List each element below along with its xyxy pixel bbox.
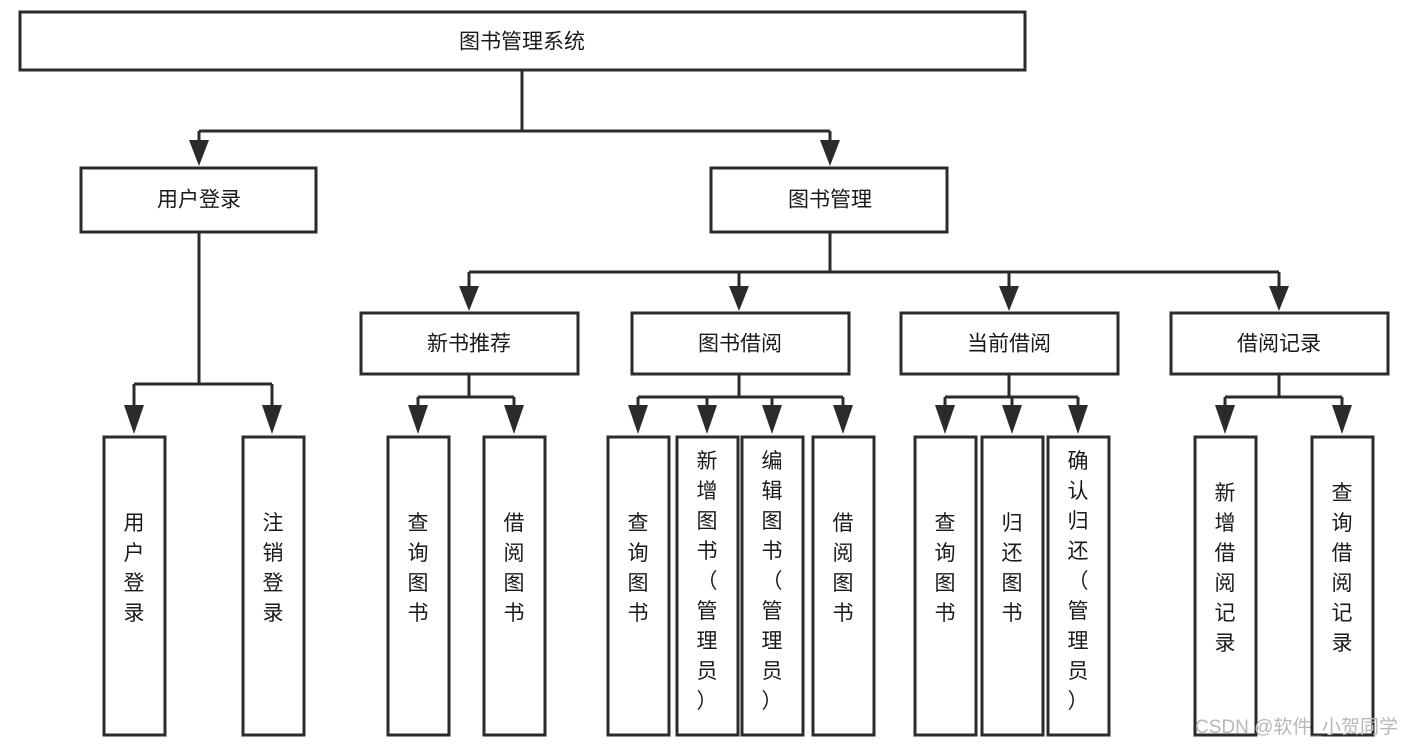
- leaf-bb-query-book-box[interactable]: [606, 435, 671, 737]
- node-new-book-recommend-label: 新书推荐: [427, 333, 511, 356]
- leaf-br-query-record-box[interactable]: [1310, 435, 1375, 737]
- node-book-management-box[interactable]: [709, 166, 949, 234]
- arrowhead-leaf-bb-4: [833, 405, 853, 434]
- arrowhead-user-login: [189, 140, 209, 166]
- leaf-node[interactable]: 查询借阅记录: [1310, 435, 1375, 737]
- leaf-node[interactable]: 查询图书: [606, 435, 671, 737]
- leaf-cb-return-book-box[interactable]: [980, 435, 1045, 737]
- connector-layer: [124, 70, 1352, 434]
- leaf-bb-edit-book-admin-box[interactable]: [740, 435, 805, 737]
- leaf-bb-add-book-admin-box[interactable]: [675, 435, 740, 737]
- leaf-user-login-label: 用户登录: [124, 512, 145, 625]
- node-root-book-management-system[interactable]: 图书管理系统: [18, 10, 1027, 72]
- leaf-br-add-record-label: 新增借阅记录: [1215, 482, 1236, 655]
- leaf-cb-confirm-return-admin-label: 确认归还（管理员）: [1068, 450, 1089, 713]
- arrowhead-leaf-bb-3: [762, 405, 782, 434]
- leaf-logout-label: 注销登录: [263, 512, 284, 625]
- node-user-login-label: 用户登录: [157, 189, 241, 212]
- leaf-node[interactable]: 编辑图书（管理员）: [740, 435, 805, 737]
- leaf-node[interactable]: 查询图书: [913, 435, 978, 737]
- node-borrow-record-label: 借阅记录: [1237, 333, 1321, 356]
- watermark-label: CSDN @软件_小贺同学: [1195, 716, 1398, 738]
- node-current-borrow[interactable]: 当前借阅: [899, 311, 1120, 376]
- node-book-borrow-label: 图书借阅: [698, 333, 782, 356]
- arrowhead-leaf-nbr-2: [504, 405, 524, 434]
- arrowhead-book-manage: [820, 140, 840, 166]
- arrowhead-leaf-bb-2: [697, 405, 717, 434]
- leaf-bb-edit-book-admin-label: 编辑图书（管理员）: [762, 450, 783, 713]
- arrowhead-leaf-cb-2: [1002, 405, 1022, 434]
- leaf-cb-confirm-return-admin-box[interactable]: [1046, 435, 1111, 737]
- arrowhead-leaf-bb-1: [628, 405, 648, 434]
- leaf-node[interactable]: 借阅图书: [811, 435, 876, 737]
- leaf-bb-borrow-book-label: 借阅图书: [833, 512, 854, 625]
- arrowhead-leaf-user-login-1: [124, 405, 144, 434]
- arrowhead-book-borrow: [729, 286, 749, 311]
- node-root-box[interactable]: [18, 10, 1027, 72]
- node-user-login-box[interactable]: [79, 166, 318, 234]
- arrowhead-leaf-user-login-2: [262, 405, 282, 434]
- arrowhead-borrow-record: [1269, 286, 1289, 311]
- node-user-login[interactable]: 用户登录: [79, 166, 318, 234]
- leaf-logout-box[interactable]: [241, 435, 306, 737]
- leaf-bb-query-book-label: 查询图书: [628, 512, 649, 625]
- leaf-node[interactable]: 借阅图书: [482, 435, 547, 737]
- leaf-cb-query-book-label: 查询图书: [935, 512, 956, 625]
- leaf-node[interactable]: 注销登录: [241, 435, 306, 737]
- node-new-book-recommend-box[interactable]: [359, 311, 580, 376]
- arrowhead-current-borrow: [999, 286, 1019, 311]
- leaf-nbr-query-book-label: 查询图书: [408, 512, 429, 625]
- arrowhead-leaf-br-1: [1215, 405, 1235, 434]
- node-current-borrow-label: 当前借阅: [967, 333, 1051, 356]
- leaf-node[interactable]: 归还图书: [980, 435, 1045, 737]
- arrowhead-new-book-recommend: [459, 286, 479, 311]
- leaf-cb-return-book-label: 归还图书: [1002, 512, 1023, 625]
- leaf-nbr-query-book-box[interactable]: [386, 435, 451, 737]
- node-book-management[interactable]: 图书管理: [709, 166, 949, 234]
- leaf-node[interactable]: 确认归还（管理员）: [1046, 435, 1111, 737]
- node-borrow-record[interactable]: 借阅记录: [1169, 311, 1390, 376]
- node-root-label: 图书管理系统: [459, 31, 585, 54]
- arrowhead-leaf-br-2: [1332, 405, 1352, 434]
- arrowhead-leaf-cb-1: [935, 405, 955, 434]
- leaf-br-add-record-box[interactable]: [1193, 435, 1258, 737]
- node-book-management-label: 图书管理: [788, 189, 872, 212]
- node-book-borrow[interactable]: 图书借阅: [630, 311, 851, 376]
- leaf-nbr-borrow-book-label: 借阅图书: [504, 512, 525, 625]
- leaf-cb-query-book-box[interactable]: [913, 435, 978, 737]
- node-new-book-recommend[interactable]: 新书推荐: [359, 311, 580, 376]
- arrowhead-leaf-cb-3: [1068, 405, 1088, 434]
- leaf-node[interactable]: 新增图书（管理员）: [675, 435, 740, 737]
- leaf-node[interactable]: 用户登录: [102, 435, 167, 737]
- arrowhead-leaf-nbr-1: [408, 405, 428, 434]
- node-current-borrow-box[interactable]: [899, 311, 1120, 376]
- node-borrow-record-box[interactable]: [1169, 311, 1390, 376]
- leaf-node[interactable]: 查询图书: [386, 435, 451, 737]
- leaf-bb-add-book-admin-label: 新增图书（管理员）: [697, 450, 718, 713]
- leaf-node[interactable]: 新增借阅记录: [1193, 435, 1258, 737]
- leaf-br-query-record-label: 查询借阅记录: [1332, 482, 1353, 655]
- leaf-user-login-box[interactable]: [102, 435, 167, 737]
- node-book-borrow-box[interactable]: [630, 311, 851, 376]
- leaf-nbr-borrow-book-box[interactable]: [482, 435, 547, 737]
- leaf-bb-borrow-book-box[interactable]: [811, 435, 876, 737]
